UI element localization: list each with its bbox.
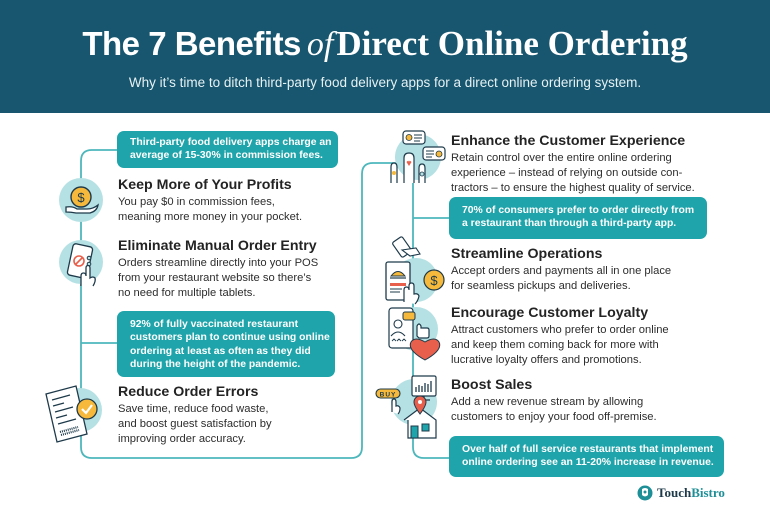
benefit-text: improving order accuracy. [118, 433, 246, 446]
benefit-eliminate-manual-entry: Eliminate Manual Order Entry Orders stre… [118, 238, 318, 302]
stat-box-revenue: Over half of full service restaurants th… [449, 436, 724, 477]
benefit-streamline-operations: Streamline Operations Accept orders and … [451, 246, 671, 294]
benefit-customer-experience: Enhance the Customer Experience Retain c… [451, 133, 695, 197]
benefit-text: You pay $0 in commission fees, [118, 196, 275, 208]
touchbistro-logo: TouchBistro [637, 484, 725, 502]
page-subtitle: Why it’s time to ditch third-party food … [128, 75, 642, 90]
loyalty-phone-heart-icon [388, 307, 441, 361]
stat-line: Over half of full service restaurants th… [462, 444, 714, 455]
stat-box-vaccinated: 92% of fully vaccinated restaurant custo… [117, 311, 335, 377]
coin-hand-icon: $ [59, 178, 103, 222]
stat-line: 70% of consumers prefer to order directl… [462, 205, 695, 216]
benefit-title: Reduce Order Errors [118, 384, 259, 400]
benefit-text: from your restaurant website so there’s [118, 272, 312, 285]
benefit-text: customers to enjoy your food off-premise… [451, 411, 657, 424]
svg-text:BUY: BUY [380, 392, 397, 399]
brand-name-bistro: Bistro [691, 485, 725, 500]
buy-chart-house-icon: BUY [375, 375, 437, 439]
benefit-text: Accept orders and payments all in one pl… [451, 265, 672, 277]
benefit-customer-loyalty: Encourage Customer Loyalty Attract custo… [451, 305, 669, 369]
stat-line: ordering at least as often as they did [130, 345, 311, 357]
stat-line: online ordering see an 11-20% increase i… [462, 457, 714, 469]
benefit-text: Add a new revenue stream by allowing [451, 396, 644, 408]
stat-line: 92% of fully vaccinated restaurant [130, 319, 299, 330]
benefit-text: lucrative loyalty offers and promotions. [451, 354, 642, 367]
benefit-title: Eliminate Manual Order Entry [118, 238, 317, 254]
title-part-benefits: The 7 Benefits [82, 25, 301, 62]
benefit-title: Keep More of Your Profits [118, 177, 292, 193]
benefit-text: Retain control over the entire online or… [451, 152, 672, 164]
stat-line: average of 15-30% in commission fees. [130, 150, 323, 162]
title-part-direct-online-ordering: Direct Online Ordering [336, 24, 688, 63]
stat-box-commission: Third-party food delivery apps charge an… [117, 131, 338, 168]
right-connector-line [412, 180, 449, 459]
svg-text:$: $ [77, 190, 85, 205]
stat-line: customers plan to continue using online [130, 332, 330, 344]
hands-reviews-icon [390, 130, 446, 183]
svg-text:$: $ [430, 273, 438, 288]
left-connector-line [80, 149, 396, 459]
phone-touch-icon [59, 240, 103, 287]
stat-box-consumers: 70% of consumers prefer to order directl… [449, 197, 707, 239]
benefit-text: tractors – to ensure the highest quality… [451, 182, 695, 195]
benefit-keep-profits: Keep More of Your Profits You pay $0 in … [118, 177, 302, 225]
brand-name-touch: Touch [657, 485, 692, 500]
stat-line: Third-party food delivery apps charge an [130, 137, 332, 148]
stat-line: during the height of the pandemic. [130, 358, 301, 370]
benefit-text: Save time, reduce food waste, [118, 403, 269, 415]
benefit-boost-sales: Boost Sales Add a new revenue stream by … [451, 377, 657, 425]
card-tablet-payment-icon: $ [385, 236, 445, 305]
benefit-text: experience – instead of relying on outsi… [451, 167, 683, 180]
receipt-check-icon [45, 385, 102, 443]
benefit-text: Orders streamline directly into your POS [118, 257, 319, 269]
benefit-title: Encourage Customer Loyalty [451, 305, 649, 321]
benefit-text: for seamless pickups and deliveries. [451, 280, 631, 293]
benefit-text: and keep them coming back for more with [451, 339, 659, 352]
benefit-text: Attract customers who prefer to order on… [451, 324, 669, 336]
benefit-title: Streamline Operations [451, 246, 603, 262]
benefit-text: and boost guest satisfaction by [118, 418, 272, 431]
benefit-reduce-errors: Reduce Order Errors Save time, reduce fo… [118, 384, 272, 448]
benefit-text: meaning more money in your pocket. [118, 211, 303, 224]
benefit-title: Boost Sales [451, 377, 533, 393]
brand-name: TouchBistro [657, 485, 725, 501]
stat-line: a restaurant than through a third-party … [462, 218, 677, 230]
benefit-title: Enhance the Customer Experience [451, 133, 686, 149]
benefit-text: no need for multiple tablets. [118, 287, 256, 300]
touchbistro-logo-icon [637, 485, 653, 501]
title-of: of [306, 26, 334, 63]
